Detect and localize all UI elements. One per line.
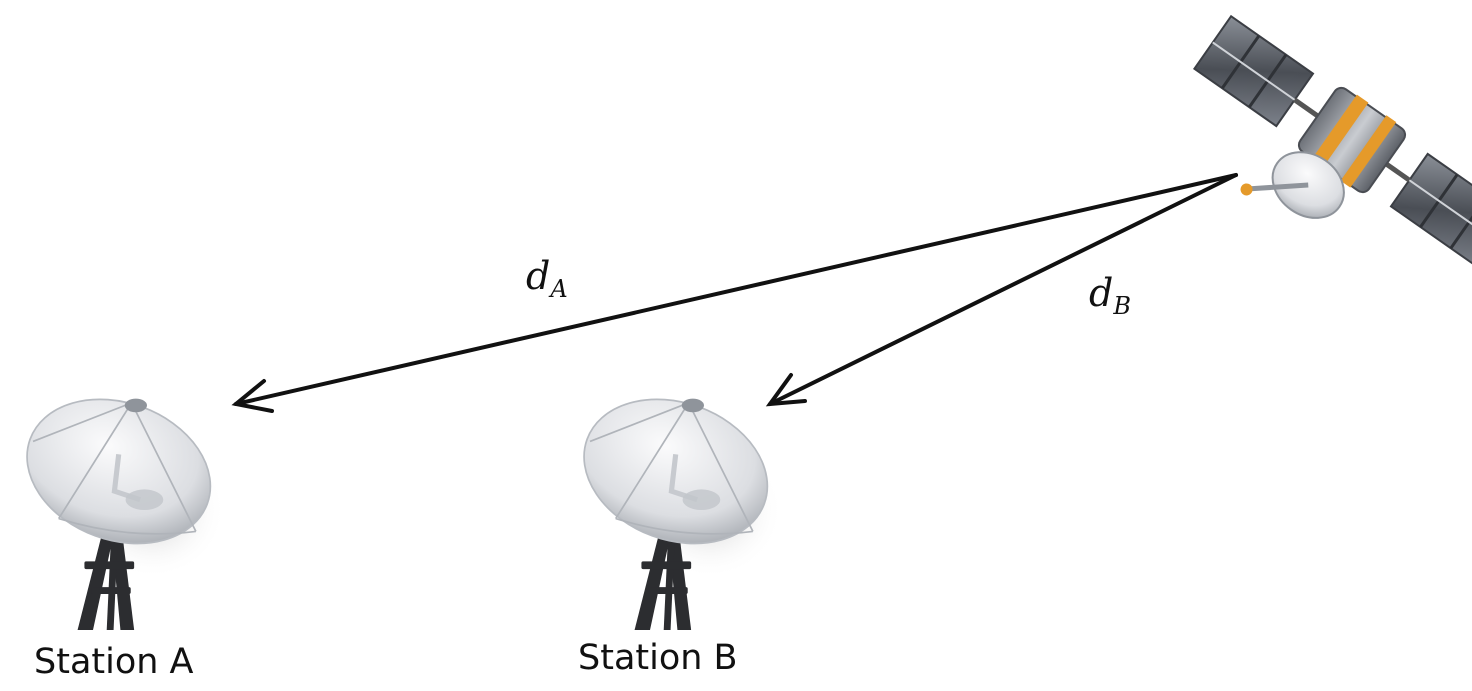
arrowhead-station-b (765, 373, 807, 407)
satellite-dish-icon (7, 375, 231, 630)
arrowhead-station-a (231, 379, 274, 413)
satellite-icon (1192, 14, 1472, 271)
arrow-to-station-b (768, 173, 1238, 406)
distance-label-b: dB (1089, 271, 1131, 320)
station-label-a: Station A (34, 642, 194, 682)
distance-label-a: dA (526, 254, 568, 303)
distance-symbol: d (1089, 271, 1114, 315)
station-label-b: Station B (578, 638, 738, 678)
satellite-dish-icon (564, 375, 788, 630)
distance-symbol: d (526, 254, 551, 298)
distance-subscript: A (550, 275, 568, 303)
distance-subscript: B (1113, 292, 1131, 320)
arrow-to-station-a (234, 173, 1238, 406)
distance-arrows (231, 173, 1238, 413)
